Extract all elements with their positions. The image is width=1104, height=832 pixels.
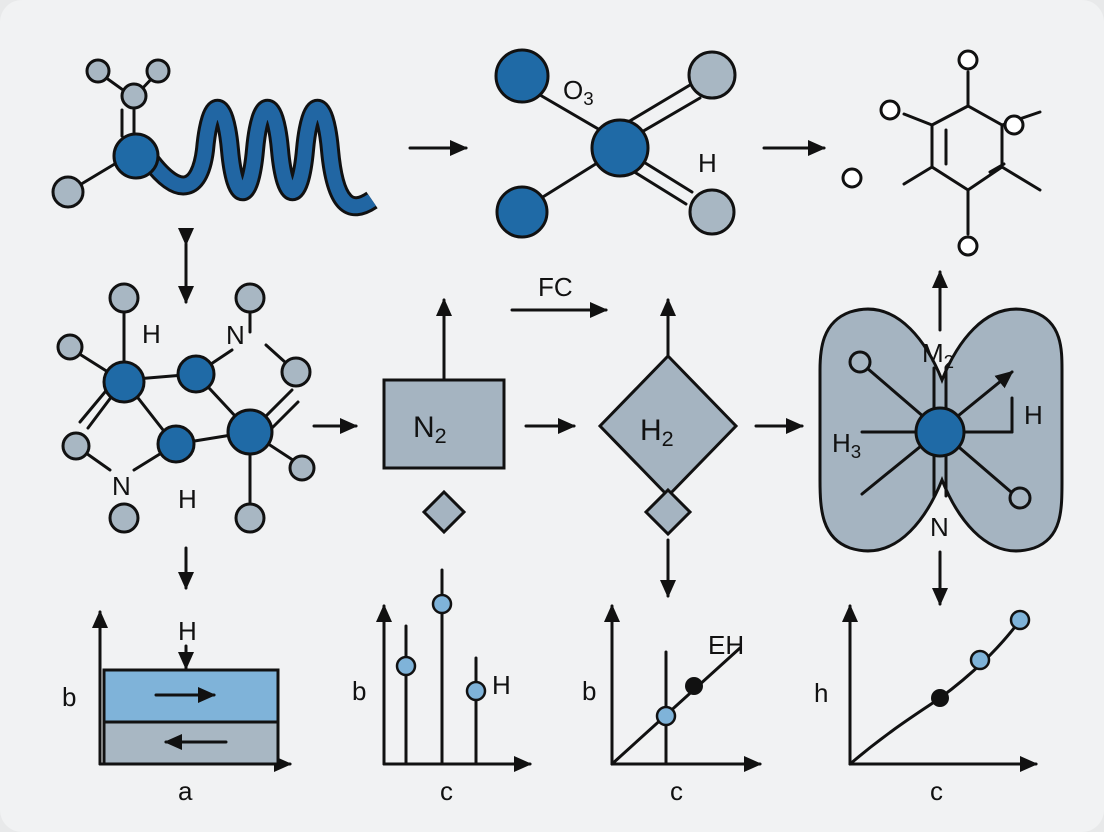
- atom-grey: [120, 82, 148, 110]
- ring-h-top-label: H: [142, 319, 161, 349]
- bond: [902, 165, 934, 186]
- lobe-node: M2 H3 H N: [818, 270, 1064, 553]
- panel1-top-label: H: [178, 616, 197, 646]
- panel-stem-plot: H b c: [352, 568, 532, 806]
- atom-grey: [288, 454, 316, 482]
- trend-line: [610, 646, 742, 766]
- h-label: H: [698, 148, 717, 178]
- stem-point: [465, 680, 487, 702]
- o3-label: O3: [563, 75, 594, 109]
- panel-line-plot: EH b c: [582, 604, 762, 806]
- atom-grey: [280, 356, 312, 388]
- helix-molecule: [51, 58, 378, 217]
- fc-label: FC: [538, 272, 573, 302]
- panel2-x-label: c: [440, 776, 453, 806]
- n-label-bottom: N: [930, 512, 949, 542]
- ring-n-bottom-label: N: [112, 471, 131, 501]
- atom-o: [879, 99, 901, 121]
- atom-grey: [108, 502, 140, 534]
- h2-label: H2: [640, 414, 674, 451]
- m2-label: M2: [922, 338, 954, 372]
- atom-grey: [234, 282, 266, 314]
- panel-curve-plot: h c: [814, 604, 1038, 806]
- ozone-molecule: O3 H: [494, 48, 737, 239]
- atom-grey: [234, 502, 266, 534]
- panel2-y-label: b: [352, 676, 366, 706]
- stem-point: [431, 593, 453, 615]
- panel1-x-label: a: [178, 776, 193, 806]
- panel3-y-label: b: [582, 676, 596, 706]
- panel-flow-layers: H b a: [62, 610, 292, 806]
- data-point-dark: [685, 677, 703, 695]
- atom-grey: [687, 50, 737, 100]
- atom-blue: [495, 185, 549, 239]
- panel2-side-label: H: [492, 670, 511, 700]
- n2-box-node: N2: [382, 298, 506, 535]
- ring: [930, 104, 1004, 192]
- bond: [538, 93, 602, 132]
- atom-blue: [102, 360, 146, 404]
- atom-grey: [56, 333, 84, 361]
- data-point: [1009, 609, 1031, 631]
- n2-label: N2: [413, 411, 447, 448]
- bond: [902, 112, 934, 127]
- atom-blue: [176, 354, 216, 394]
- h2-diamond-node: H2: [597, 298, 739, 537]
- atom-o: [1003, 114, 1025, 136]
- atom-grey: [61, 431, 91, 461]
- ring-h-bottom-label: H: [178, 484, 197, 514]
- ring-n-top-label: N: [226, 320, 245, 350]
- atom-blue: [226, 408, 274, 456]
- ring-molecule: H N N H: [56, 282, 316, 534]
- atom-blue-center: [590, 118, 650, 178]
- h-label-right: H: [1024, 400, 1043, 430]
- atom-grey: [1008, 486, 1032, 510]
- atom-grey: [85, 58, 111, 84]
- atom-grey: [145, 58, 171, 84]
- helix-ribbon: [144, 101, 376, 214]
- small-diamond: [643, 487, 693, 537]
- panel4-x-label: c: [930, 776, 943, 806]
- atom-o: [957, 49, 979, 71]
- atom-grey: [51, 175, 85, 209]
- atom-blue: [494, 48, 550, 104]
- panel1-y-label: b: [62, 682, 76, 712]
- atom-blue-center: [914, 406, 966, 458]
- atom-grey: [848, 350, 872, 374]
- data-point-dark: [931, 689, 949, 707]
- atom-blue: [112, 132, 160, 180]
- data-point: [969, 649, 991, 671]
- n2-box: [382, 378, 506, 470]
- bond: [1000, 165, 1042, 192]
- atom-grey: [688, 188, 736, 236]
- panel4-y-label: h: [814, 678, 828, 708]
- stem-point: [395, 655, 417, 677]
- panel3-top-label: EH: [708, 630, 744, 660]
- double-bond: [988, 162, 1006, 174]
- atom-grey: [108, 282, 140, 314]
- bond: [626, 166, 688, 206]
- atom-o: [957, 235, 979, 257]
- small-diamond: [421, 489, 467, 535]
- data-point: [655, 705, 677, 727]
- panel3-x-label: c: [670, 776, 683, 806]
- pyran-ring: [841, 49, 1042, 257]
- atom-blue: [156, 424, 196, 464]
- h3-label: H3: [832, 428, 861, 462]
- atom-o: [841, 167, 863, 189]
